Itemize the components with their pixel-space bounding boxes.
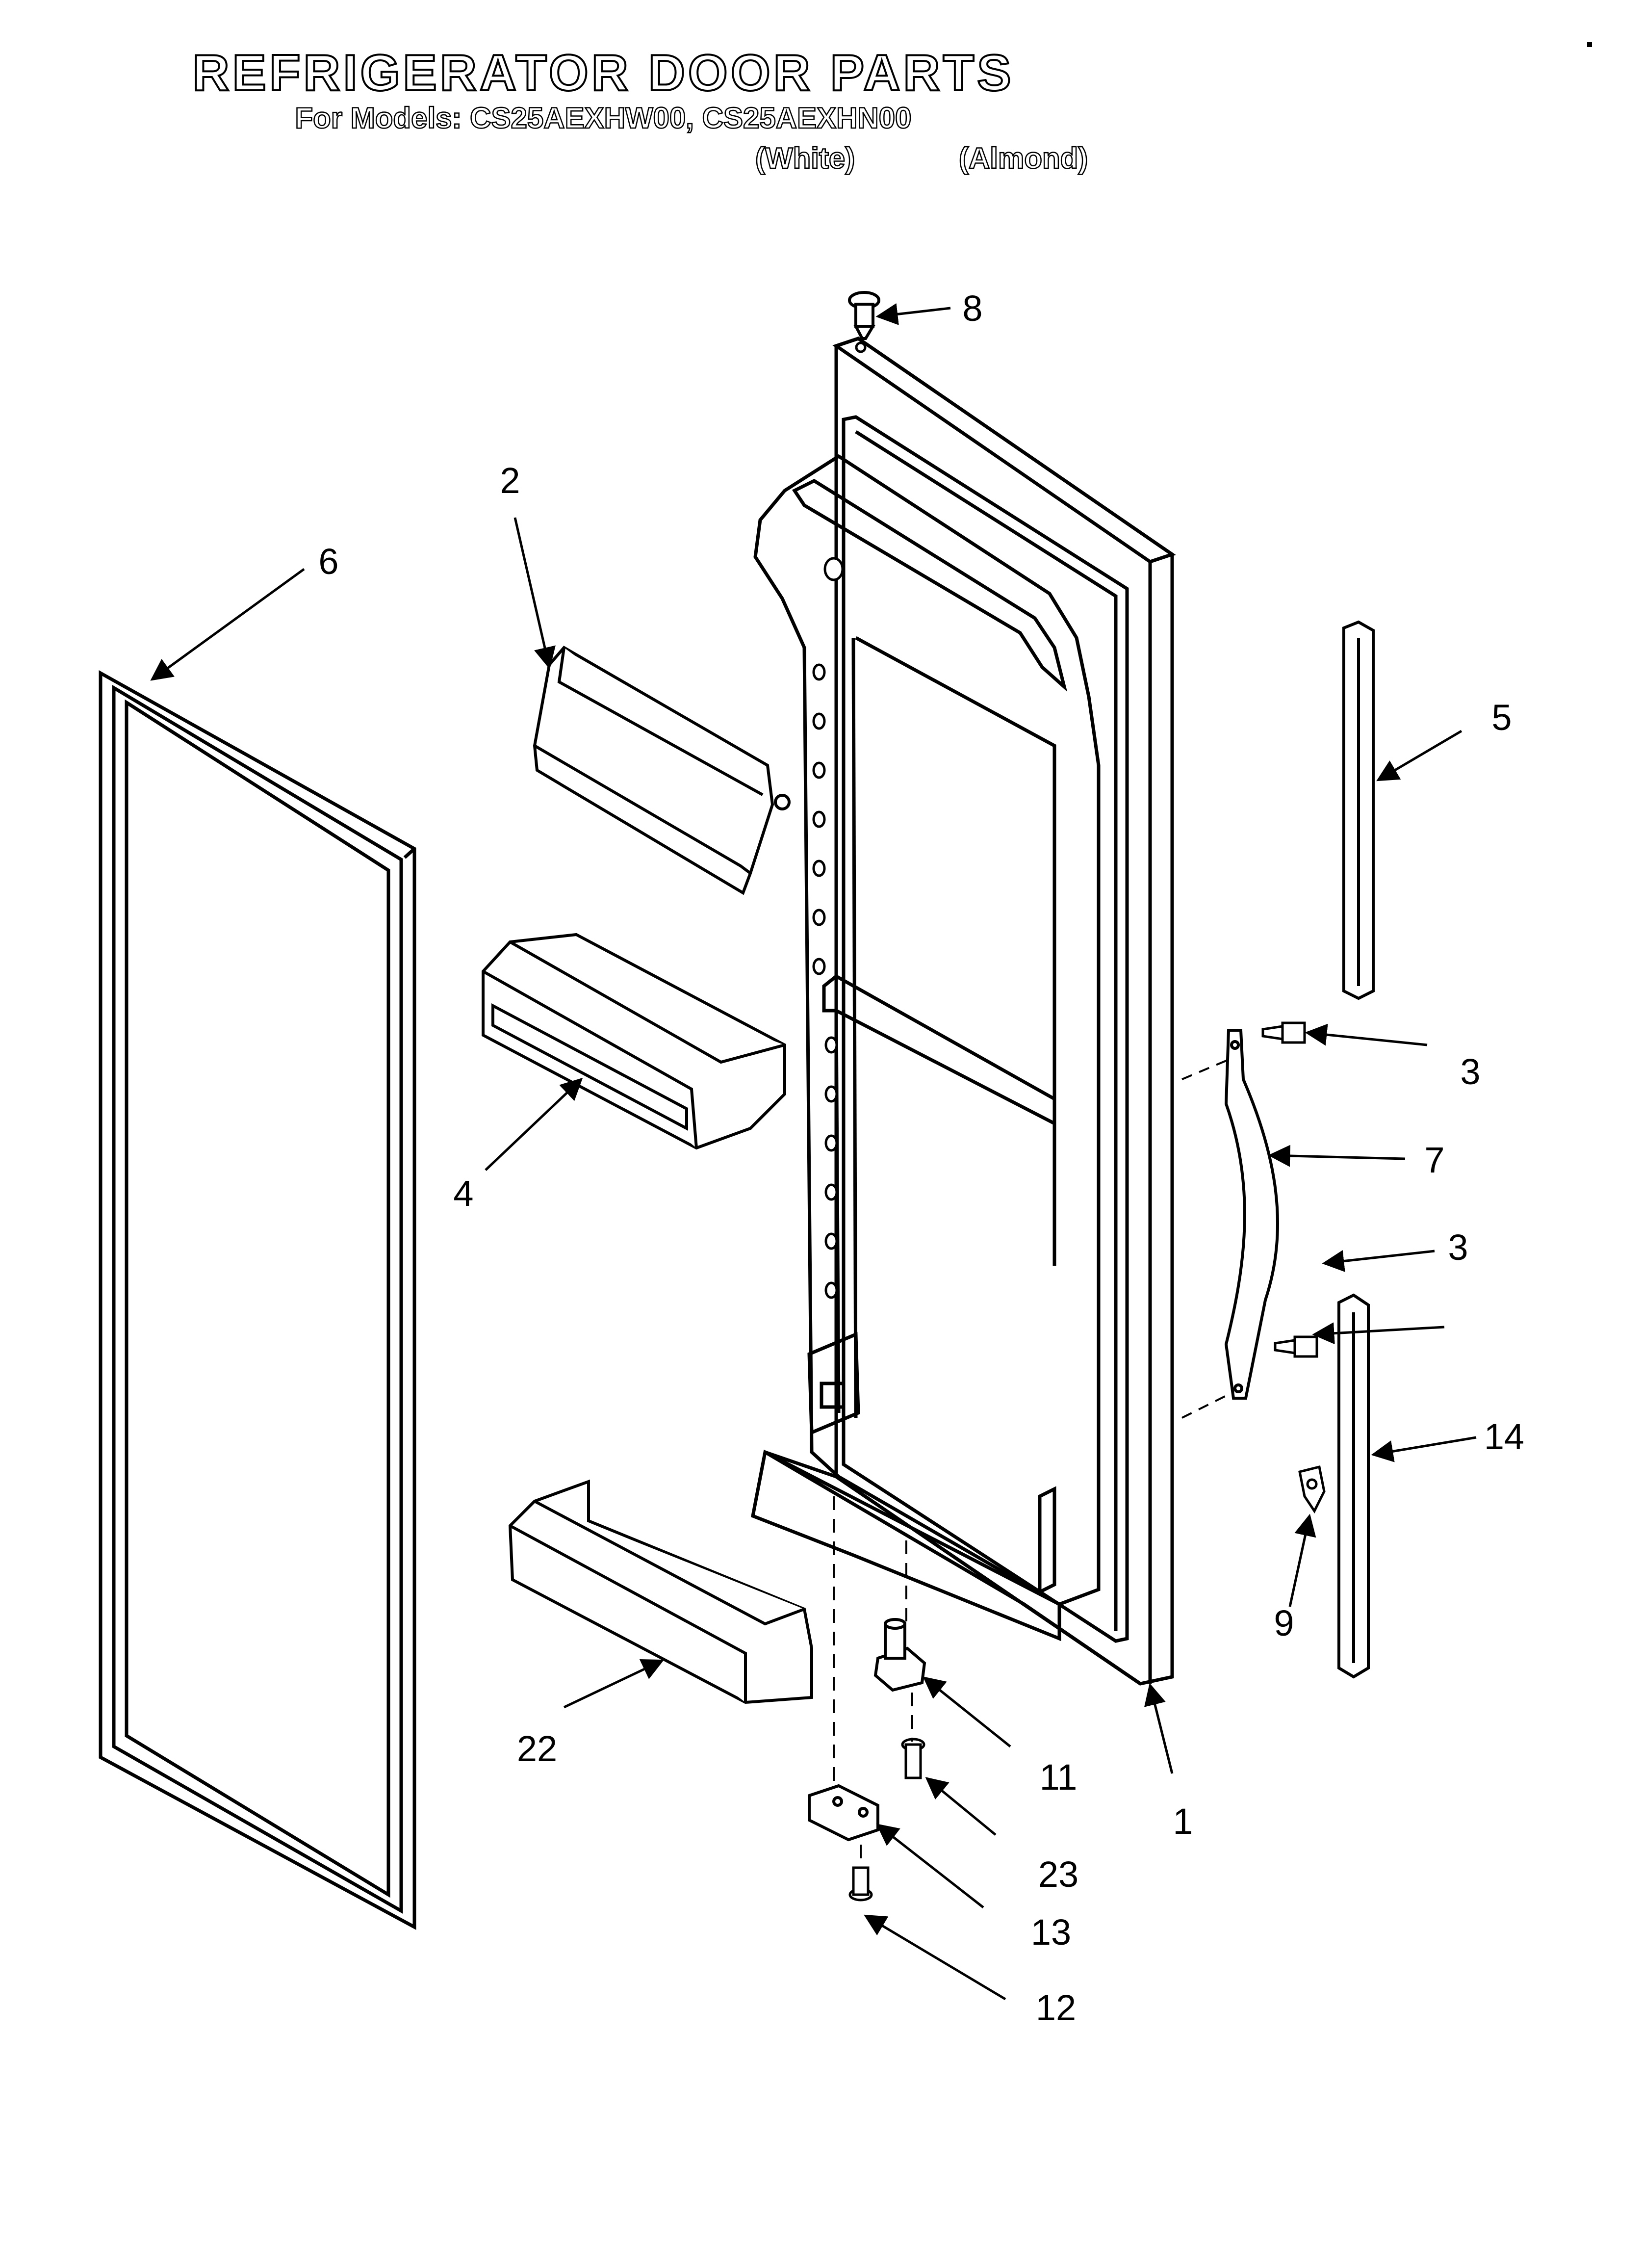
callout-screw-bushing: 23 xyxy=(1038,1854,1078,1895)
hinge-bracket xyxy=(808,1784,879,1842)
door-rail xyxy=(508,1479,813,1704)
variant-white: (White) xyxy=(755,141,856,176)
screw-bushing xyxy=(901,1738,925,1779)
door-shelf-cover xyxy=(533,646,791,895)
callout-door: 1 xyxy=(1173,1801,1193,1842)
callout-door-rail: 22 xyxy=(517,1728,557,1769)
corner-mark xyxy=(1587,42,1592,47)
callout-handle: 7 xyxy=(1424,1140,1444,1180)
callout-screw-upper: 3 xyxy=(1460,1051,1480,1092)
callout-screw-lower: 3 xyxy=(1448,1227,1468,1268)
door-handle xyxy=(1224,1029,1279,1400)
callout-hinge-plug: 8 xyxy=(962,288,982,329)
handle-mount-lines xyxy=(1181,1059,1232,1419)
variant-almond: (Almond) xyxy=(958,141,1089,176)
hinge-plug xyxy=(848,291,880,340)
callout-door-gasket: 6 xyxy=(318,541,338,582)
callout-handle-trim-lower: 14 xyxy=(1484,1416,1524,1457)
door-shelf-holes xyxy=(812,341,867,1299)
models-line: For Models: CS25AEXHW00, CS25AEXHN00 xyxy=(294,101,912,135)
callout-screw-hinge: 12 xyxy=(1036,1987,1076,2028)
door-liner xyxy=(751,337,1176,1686)
leader-lines xyxy=(150,303,1477,2001)
callout-door-shelf-cover: 2 xyxy=(500,460,520,501)
callout-clip: 9 xyxy=(1274,1603,1294,1643)
callout-hinge-bracket: 13 xyxy=(1031,1912,1071,1953)
door-bin xyxy=(482,933,786,1150)
page-title: REFRIGERATOR DOOR PARTS xyxy=(192,44,1014,103)
door-gasket xyxy=(99,670,416,1930)
callout-handle-trim-upper: 5 xyxy=(1491,697,1512,738)
callout-hinge-bushing: 11 xyxy=(1040,1757,1078,1798)
callout-door-bin: 4 xyxy=(453,1173,473,1214)
handle-trim-upper xyxy=(1342,620,1375,1000)
handle-trim-lower xyxy=(1337,1293,1370,1679)
screw-upper xyxy=(1261,1021,1306,1044)
screw-hinge xyxy=(848,1866,873,1902)
clip xyxy=(1298,1465,1326,1513)
assembly-lines xyxy=(833,1496,913,1867)
hinge-bushing xyxy=(873,1618,926,1692)
screw-lower xyxy=(1274,1335,1318,1358)
